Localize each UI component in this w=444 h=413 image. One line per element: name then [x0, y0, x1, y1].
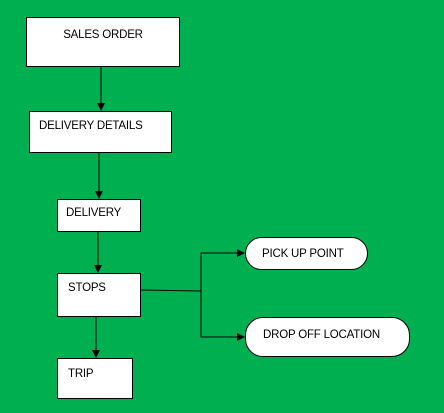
arrow-stops-to-pick-up-point	[200, 249, 245, 291]
node-delivery: DELIVERY	[57, 199, 141, 232]
node-pick-up-point: PICK UP POINT	[245, 237, 368, 270]
node-trip: TRIP	[57, 358, 133, 399]
connector-stops-branch	[140, 289, 202, 292]
node-sales-order: SALES ORDER	[26, 17, 180, 67]
node-drop-off-location: DROP OFF LOCATION	[245, 317, 410, 357]
node-delivery-details: DELIVERY DETAILS	[29, 111, 172, 153]
arrow-stops-to-drop-off-location	[200, 291, 245, 341]
node-stops: STOPS	[57, 273, 141, 317]
